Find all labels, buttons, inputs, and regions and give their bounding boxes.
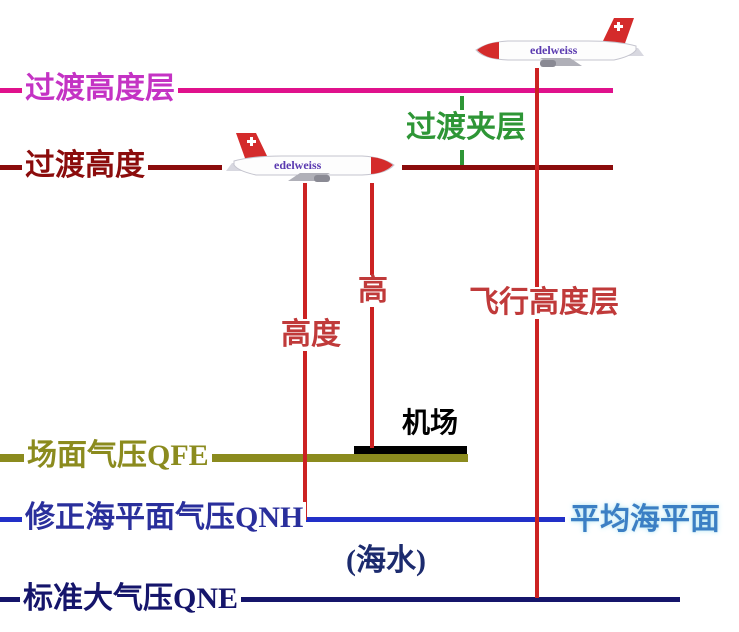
qfe-label: 场面气压QFE [24,439,212,473]
height-label: 高 [355,274,391,308]
mean-sea-level-label: 平均海平面 [570,503,720,536]
sea-water-label: (海水) [346,544,426,577]
transition-layer-dash-bottom [460,150,464,165]
airline-marking-upper: edelweiss [530,43,578,57]
airplane-icon-upper: edelweiss [466,16,650,68]
flight-level-label: 飞行高度层 [466,286,622,320]
airplane-icon-lower: edelweiss [222,131,402,183]
flight-level-vertical-line [535,57,539,598]
height-vertical-line [370,178,374,448]
qne-standard-pressure-line [0,597,680,602]
altitude-label: 高度 [278,318,344,352]
qnh-label: 修正海平面气压QNH [22,501,307,535]
transition-level-label: 过渡高度层 [22,72,178,106]
qne-label: 标准大气压QNE [20,582,242,616]
runway-bar [354,446,467,454]
airport-label: 机场 [402,408,459,439]
qfe-surface-pressure-line [0,454,468,462]
transition-level-line [0,88,613,93]
transition-altitude-label: 过渡高度 [22,149,148,183]
transition-layer-label: 过渡夹层 [406,111,526,144]
airline-marking-lower: edelweiss [274,158,322,172]
transition-layer-dash-top [460,96,464,110]
